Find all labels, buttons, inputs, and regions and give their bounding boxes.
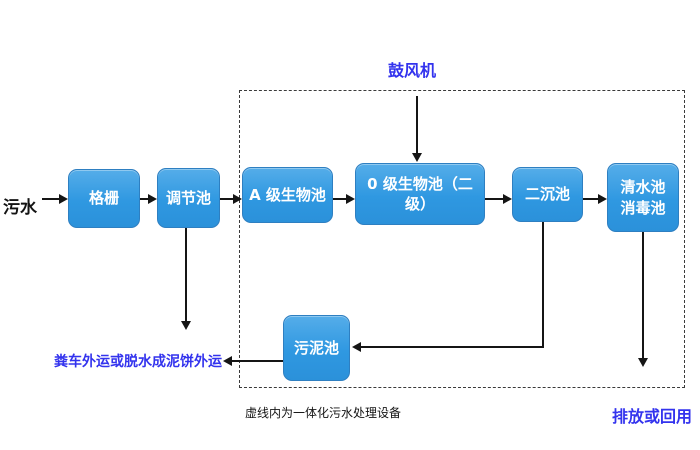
grid-screen-box: 格栅 [68, 169, 140, 228]
arrowhead-secondary-to-clear [598, 194, 607, 204]
regulating-tank-box: 调节池 [157, 168, 220, 228]
arrow-line-secondary-to-sludge [361, 346, 544, 348]
discharge-reuse-label: 排放或回用 [612, 407, 693, 426]
influent-label: 污水 [3, 198, 37, 218]
blower-label: 鼓风机 [388, 61, 437, 80]
dashed-boundary-caption: 虚线内为一体化污水处理设备 [245, 406, 402, 420]
arrow-line-regulating-down [185, 228, 187, 321]
arrowhead-grid-to-regulating [148, 194, 157, 204]
arrow-line-regulating-to-a-bio [220, 198, 233, 200]
arrowhead-blower-down [412, 153, 422, 162]
arrow-line-secondary-to-clear [583, 198, 598, 200]
grid-screen-label: 格栅 [88, 189, 119, 208]
a-grade-bio-tank-box: A 级生物池 [242, 167, 333, 223]
sludge-hauling-label: 粪车外运或脱水成泥饼外运 [54, 354, 222, 370]
secondary-settling-tank-label: 二沉池 [524, 185, 570, 204]
o-grade-bio-tank-label: 0 级生物池（二级） [367, 174, 473, 213]
arrowhead-sludge-to-hauling [223, 356, 232, 366]
sludge-tank-label: 污泥池 [293, 338, 339, 357]
sludge-tank-box: 污泥池 [283, 315, 350, 381]
arrowhead-o-bio-to-secondary [503, 194, 512, 204]
arrow-line-grid-to-regulating [140, 198, 148, 200]
arrow-line-secondary-down [542, 222, 544, 348]
a-grade-bio-tank-label: A 级生物池 [249, 185, 326, 204]
arrowhead-clear-down-discharge [638, 358, 648, 367]
secondary-settling-tank-box: 二沉池 [512, 167, 583, 222]
regulating-tank-label: 调节池 [165, 188, 211, 207]
arrow-line-o-bio-to-secondary [485, 198, 503, 200]
arrow-line-influent-to-grid [42, 198, 59, 200]
arrowhead-a-bio-to-o-bio [346, 194, 355, 204]
arrow-line-a-bio-to-o-bio [333, 198, 346, 200]
o-grade-bio-tank-box: 0 级生物池（二级） [355, 163, 485, 225]
arrowhead-regulating-down [181, 321, 191, 330]
disinfection-tank-label: 消毒池 [620, 198, 666, 217]
arrow-line-clear-down-discharge [642, 232, 644, 358]
arrow-line-sludge-to-hauling [232, 360, 283, 362]
clear-water-disinfection-tank-box: 清水池 消毒池 [607, 163, 679, 232]
clear-water-tank-label: 清水池 [620, 178, 666, 197]
arrow-line-blower-down [416, 96, 418, 153]
arrowhead-secondary-to-sludge [352, 342, 361, 352]
integrated-equipment-dashed-boundary [239, 90, 685, 388]
arrowhead-regulating-to-a-bio [233, 194, 242, 204]
arrowhead-influent-to-grid [59, 194, 68, 204]
